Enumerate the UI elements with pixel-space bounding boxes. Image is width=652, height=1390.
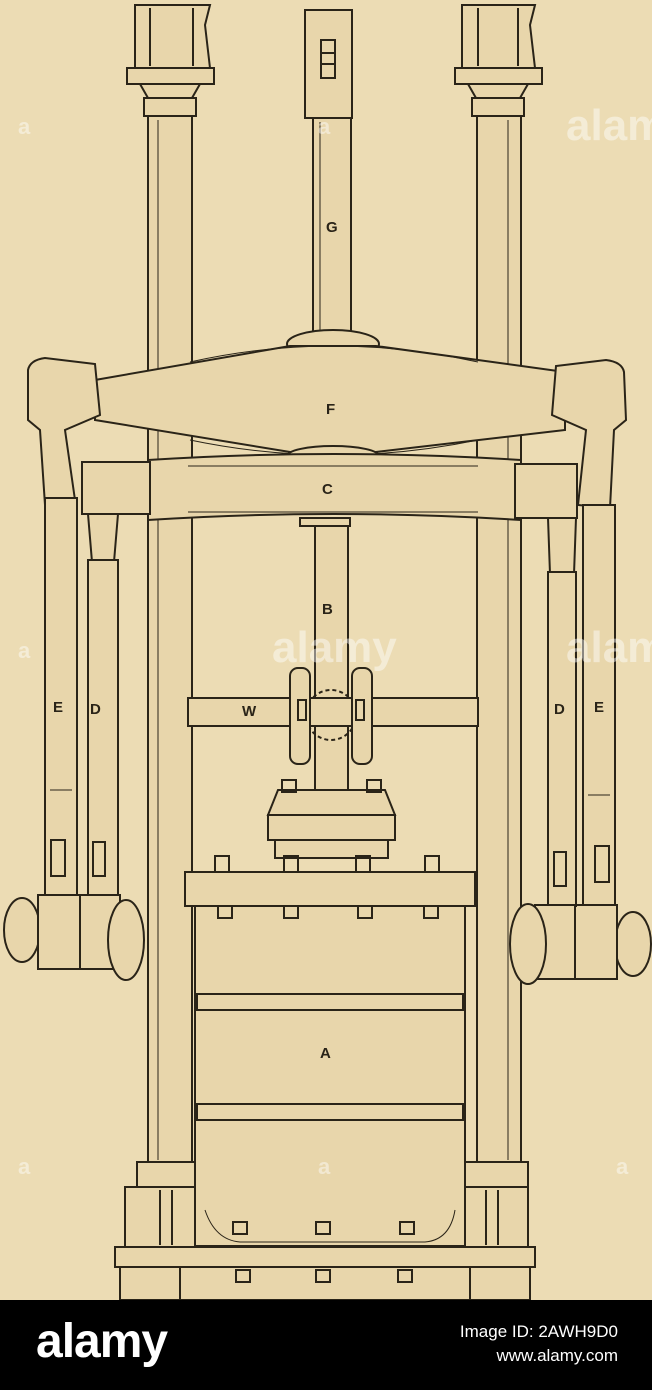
label-e-left: E — [53, 699, 63, 716]
watermark-top-right: alamy — [566, 101, 652, 150]
right-column — [449, 4, 543, 1248]
label-g: G — [326, 219, 338, 236]
label-e-right: E — [594, 699, 604, 716]
label-c: C — [322, 481, 333, 498]
watermark-mark-bc: a — [318, 1154, 331, 1179]
right-link-e — [550, 358, 652, 980]
left-column — [124, 4, 215, 1248]
watermark-center: alamy — [272, 623, 397, 672]
press-engraving-diagram: G F C B W A E D D E alamy alamy alamy a … — [3, 4, 652, 1300]
image-info: Image ID: 2AWH9D0 www.alamy.com — [460, 1320, 618, 1368]
ram-b — [305, 525, 357, 792]
beam-c — [147, 453, 522, 527]
cylinder-a — [184, 855, 476, 1247]
watermark-mark-ml: a — [18, 638, 31, 663]
image-id-text: Image ID: 2AWH9D0 — [459, 1322, 618, 1341]
stock-footer-bar: alamy Image ID: 2AWH9D0 www.alamy.com — [0, 1300, 652, 1390]
left-link-e — [3, 356, 102, 970]
site-url-link[interactable]: www.alamy.com — [496, 1346, 618, 1365]
watermark-mark-tc: a — [318, 114, 331, 139]
label-w: W — [242, 703, 257, 720]
bar-w — [187, 667, 479, 765]
base-frame — [114, 1246, 536, 1300]
watermark-mark-br: a — [616, 1154, 629, 1179]
label-f: F — [326, 401, 335, 418]
gland — [266, 779, 397, 859]
label-b: B — [322, 601, 333, 618]
watermark-mark-tl: a — [18, 114, 31, 139]
label-a: A — [320, 1045, 331, 1062]
watermark-mark-bl: a — [18, 1154, 31, 1179]
watermark-mid-right: alamy — [566, 623, 652, 672]
label-d-right: D — [554, 701, 565, 718]
label-d-left: D — [90, 701, 101, 718]
piston-rod-g — [286, 9, 380, 359]
right-link-d — [509, 463, 578, 985]
left-link-d — [79, 461, 151, 981]
alamy-logo[interactable]: alamy — [36, 1315, 168, 1368]
